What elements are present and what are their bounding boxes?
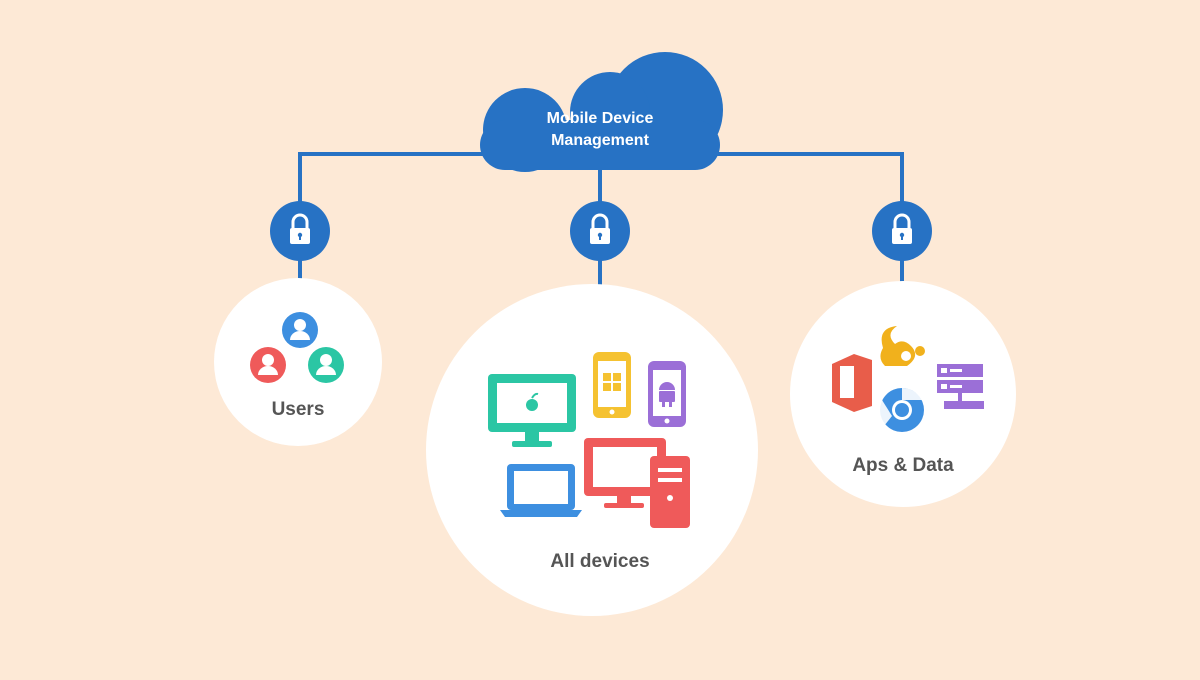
office-icon <box>832 354 872 412</box>
hub-title-line2: Management <box>551 132 649 149</box>
user-blue-icon <box>282 312 318 348</box>
users-label: Users <box>271 399 325 420</box>
android-phone-icon <box>648 361 686 427</box>
laptop-icon <box>500 464 582 517</box>
all-devices-label: All devices <box>550 551 650 572</box>
windows-phone-icon <box>593 352 631 418</box>
lock-users <box>270 201 330 261</box>
user-teal-icon <box>308 347 344 383</box>
user-red-icon <box>250 347 286 383</box>
lock-devices <box>570 201 630 261</box>
apple-monitor-icon <box>488 374 576 447</box>
chrome-icon <box>878 387 924 432</box>
lock-apps <box>872 201 932 261</box>
hub-title-line1: Mobile Device <box>546 110 654 127</box>
uc-browser-icon <box>880 326 925 366</box>
server-icon <box>937 364 984 409</box>
cloud-shape <box>480 52 723 172</box>
apps-data-label: Aps & Data <box>852 455 954 476</box>
users-node-circle <box>214 278 382 446</box>
desktop-pc-icon <box>584 438 690 528</box>
hub-title: Mobile Device Management <box>500 108 700 152</box>
